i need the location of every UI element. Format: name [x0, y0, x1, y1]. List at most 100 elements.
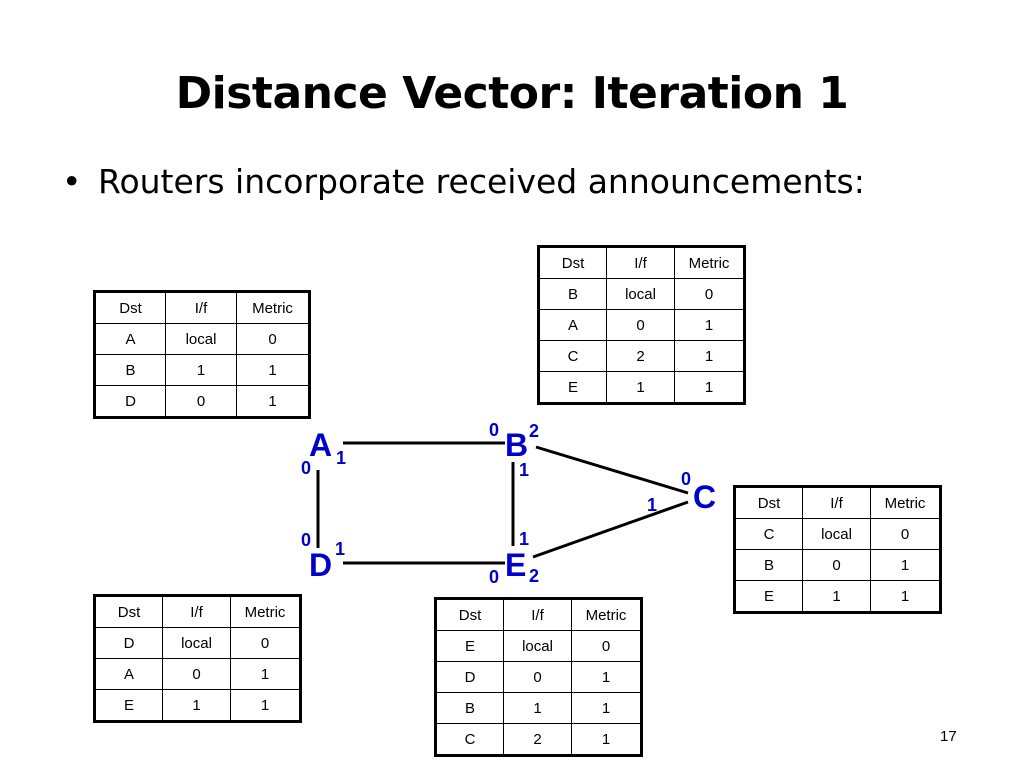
header-if: I/f — [165, 291, 237, 324]
iface-d-1: 1 — [335, 539, 346, 559]
header-metric: Metric — [571, 598, 642, 631]
routing-table-b: Dst I/f Metric B local 0 A 0 1 C 2 1 E 1… — [537, 245, 746, 405]
cell-if: local — [606, 278, 675, 310]
table-row: E 1 1 — [538, 371, 745, 404]
iface-c-1: 1 — [647, 495, 658, 515]
table-row: B local 0 — [538, 278, 745, 310]
cell-metric: 1 — [571, 692, 642, 724]
table-row: D 0 1 — [435, 661, 642, 693]
cell-dst: E — [94, 689, 163, 722]
header-dst: Dst — [94, 291, 166, 324]
cell-dst: D — [94, 385, 166, 418]
cell-dst: B — [538, 278, 607, 310]
cell-if: 1 — [802, 580, 871, 613]
cell-if: 0 — [503, 661, 572, 693]
node-a: A — [309, 427, 333, 463]
cell-if: local — [802, 518, 871, 550]
cell-metric: 1 — [571, 661, 642, 693]
cell-dst: A — [538, 309, 607, 341]
table-row: A local 0 — [94, 323, 310, 355]
table-row: C 2 1 — [538, 340, 745, 372]
cell-dst: B — [435, 692, 504, 724]
iface-a-0: 0 — [301, 458, 312, 478]
cell-metric: 1 — [870, 549, 941, 581]
header-metric: Metric — [870, 486, 941, 519]
table-row: B 0 1 — [734, 549, 941, 581]
table-row: B 1 1 — [435, 692, 642, 724]
table-row: E 1 1 — [734, 580, 941, 613]
bullet-item: • Routers incorporate received announceme… — [62, 162, 865, 201]
iface-c-0: 0 — [681, 469, 692, 489]
cell-if: local — [162, 627, 231, 659]
cell-if: 0 — [606, 309, 675, 341]
table-row: B 1 1 — [94, 354, 310, 386]
page-number: 17 — [940, 728, 957, 745]
header-dst: Dst — [94, 595, 163, 628]
cell-metric: 1 — [674, 340, 745, 372]
table-row: C 2 1 — [435, 723, 642, 756]
node-d: D — [309, 547, 333, 583]
cell-dst: D — [94, 627, 163, 659]
bullet-text: Routers incorporate received announcemen… — [98, 162, 865, 201]
cell-if: 2 — [606, 340, 675, 372]
cell-if: 1 — [165, 354, 237, 386]
table-row: D local 0 — [94, 627, 301, 659]
cell-metric: 1 — [571, 723, 642, 756]
table-row: D 0 1 — [94, 385, 310, 418]
cell-metric: 0 — [230, 627, 301, 659]
cell-dst: B — [94, 354, 166, 386]
node-e: E — [505, 547, 527, 583]
cell-metric: 1 — [230, 689, 301, 722]
bullet-dot-icon: • — [62, 162, 82, 201]
cell-dst: D — [435, 661, 504, 693]
iface-d-0: 0 — [301, 530, 312, 550]
cell-if: 1 — [503, 692, 572, 724]
cell-metric: 1 — [674, 309, 745, 341]
cell-dst: C — [435, 723, 504, 756]
cell-dst: C — [734, 518, 803, 550]
routing-table-d: Dst I/f Metric D local 0 A 0 1 E 1 1 — [93, 594, 302, 723]
iface-a-1: 1 — [336, 448, 347, 468]
slide-title: Distance Vector: Iteration 1 — [175, 68, 849, 119]
cell-if: local — [165, 323, 237, 355]
cell-if: 0 — [802, 549, 871, 581]
header-if: I/f — [606, 246, 675, 279]
header-if: I/f — [503, 598, 572, 631]
table-row: A 0 1 — [94, 658, 301, 690]
cell-metric: 1 — [870, 580, 941, 613]
table-header-row: Dst I/f Metric — [734, 486, 941, 519]
table-row: C local 0 — [734, 518, 941, 550]
cell-if: 0 — [162, 658, 231, 690]
table-header-row: Dst I/f Metric — [94, 291, 310, 324]
cell-dst: A — [94, 323, 166, 355]
cell-dst: A — [94, 658, 163, 690]
iface-b-0: 0 — [489, 420, 500, 440]
iface-b-2: 2 — [529, 421, 540, 441]
cell-if: 1 — [606, 371, 675, 404]
header-dst: Dst — [538, 246, 607, 279]
iface-e-0: 0 — [489, 567, 500, 587]
header-metric: Metric — [674, 246, 745, 279]
node-c: C — [693, 479, 717, 515]
routing-table-c: Dst I/f Metric C local 0 B 0 1 E 1 1 — [733, 485, 942, 614]
cell-dst: E — [734, 580, 803, 613]
link-b-c — [535, 445, 689, 495]
table-row: E local 0 — [435, 630, 642, 662]
cell-dst: C — [538, 340, 607, 372]
cell-metric: 1 — [674, 371, 745, 404]
table-row: E 1 1 — [94, 689, 301, 722]
header-metric: Metric — [236, 291, 310, 324]
cell-if: 0 — [165, 385, 237, 418]
cell-if: 1 — [162, 689, 231, 722]
cell-metric: 0 — [870, 518, 941, 550]
cell-metric: 0 — [571, 630, 642, 662]
cell-dst: B — [734, 549, 803, 581]
cell-dst: E — [435, 630, 504, 662]
header-dst: Dst — [734, 486, 803, 519]
iface-b-1: 1 — [519, 460, 530, 480]
node-b: B — [505, 427, 529, 463]
cell-metric: 1 — [236, 354, 310, 386]
header-metric: Metric — [230, 595, 301, 628]
cell-metric: 1 — [236, 385, 310, 418]
routing-table-e: Dst I/f Metric E local 0 D 0 1 B 1 1 C 2… — [434, 597, 643, 757]
